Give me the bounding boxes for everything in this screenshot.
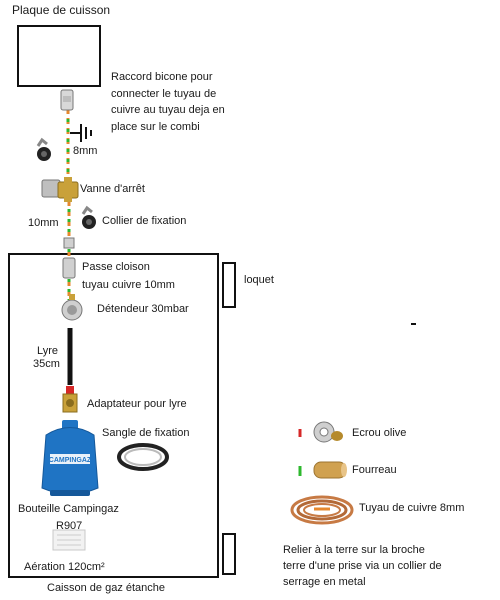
shutoff-valve-icon [41, 177, 79, 202]
clamp-label: Collier de fixation [102, 215, 187, 227]
bulkhead-label: Passe cloison [82, 261, 150, 273]
bottle-brand: CAMPINGAZ [49, 457, 92, 464]
regulator-label: Détendeur 30mbar [97, 303, 189, 315]
olive-nut-icon [313, 421, 343, 443]
ground-symbol-icon [70, 124, 92, 142]
shutoff-valve-label: Vanne d'arrêt [80, 183, 145, 195]
copper-pipe-label: Tuyau de cuivre 8mm [359, 502, 465, 514]
lyre-label-1: Lyre [37, 345, 58, 357]
biconical-label-4: place sur le combi [111, 121, 200, 133]
lyre-label-2: 35cm [33, 358, 60, 370]
adapter-icon [62, 386, 78, 413]
ground-note-3: serrage en metal [283, 576, 366, 588]
cooktop-label: Plaque de cuisson [12, 3, 111, 17]
adapter-label: Adaptateur pour lyre [87, 398, 187, 410]
olive-nut-label: Ecrou olive [352, 427, 407, 439]
copper-10mm-label: tuyau cuivre 10mm [82, 279, 175, 291]
latch-top [222, 262, 236, 308]
strap-icon [117, 443, 169, 471]
regulator-icon [61, 294, 83, 321]
latch-label: loquet [244, 274, 274, 286]
latch-bottom [222, 533, 236, 575]
biconical-fitting-icon [60, 89, 74, 111]
ground-note-2: terre d'une prise via un collier de [283, 560, 442, 572]
bottle-label-1: Bouteille Campingaz [18, 503, 119, 515]
gas-box-outline [8, 253, 219, 578]
pipe-clamp-icon-2 [81, 205, 96, 229]
cooktop-box [17, 25, 101, 87]
strap-label: Sangle de fixation [102, 427, 190, 439]
size-8mm-label: 8mm [73, 145, 98, 157]
pipe-clamp-icon-1 [36, 137, 51, 161]
copper-coil-icon [290, 495, 354, 525]
biconical-label-3: cuivre au tuyau deja en [111, 104, 225, 116]
ventilation-label: Aération 120cm² [24, 561, 105, 573]
gas-box-label: Caisson de gaz étanche [47, 582, 166, 594]
biconical-label-2: connecter le tuyau de [111, 88, 217, 100]
sleeve-label: Fourreau [352, 464, 397, 476]
bulkhead-fitting-icon [62, 237, 76, 279]
ground-note-1: Relier à la terre sur la broche [283, 544, 425, 556]
ventilation-grille-icon [52, 529, 86, 551]
size-10mm-label: 10mm [28, 217, 59, 229]
bottle-label-2: R907 [56, 520, 83, 532]
biconical-label-1: Raccord bicone pour [111, 71, 213, 83]
sleeve-icon [313, 461, 347, 479]
gas-bottle-icon [41, 420, 99, 496]
